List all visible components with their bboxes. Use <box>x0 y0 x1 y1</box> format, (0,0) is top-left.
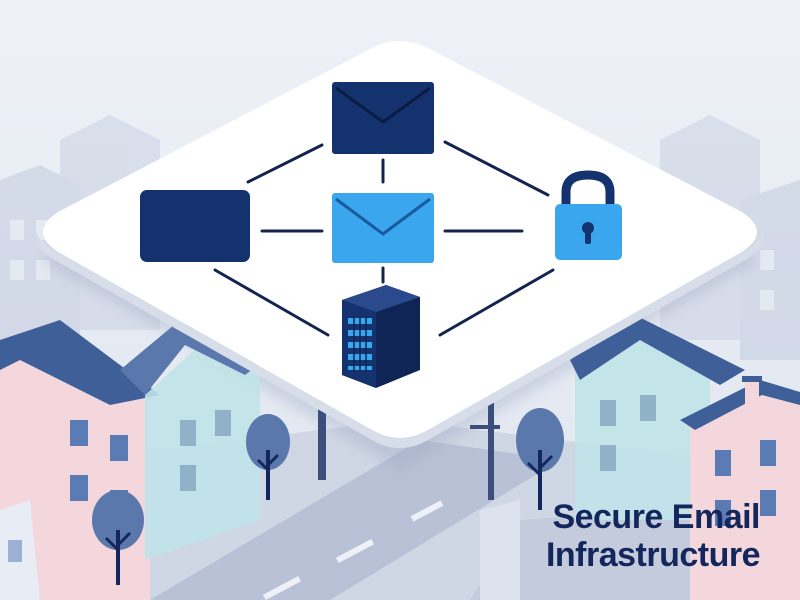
padlock-icon <box>555 170 622 260</box>
caption-title: Secure Email Infrastructure <box>545 498 761 574</box>
platform-pillars <box>318 400 500 500</box>
envelope-icon <box>332 82 434 154</box>
connector-lines <box>213 140 555 337</box>
left-trees <box>92 414 290 585</box>
caption-line-2: Infrastructure <box>545 536 761 574</box>
right-tree <box>516 408 564 510</box>
server-icon <box>342 285 420 388</box>
caption-line-1: Secure Email <box>552 498 760 536</box>
envelope-icon <box>332 193 434 263</box>
mail-card-icon <box>140 190 250 262</box>
